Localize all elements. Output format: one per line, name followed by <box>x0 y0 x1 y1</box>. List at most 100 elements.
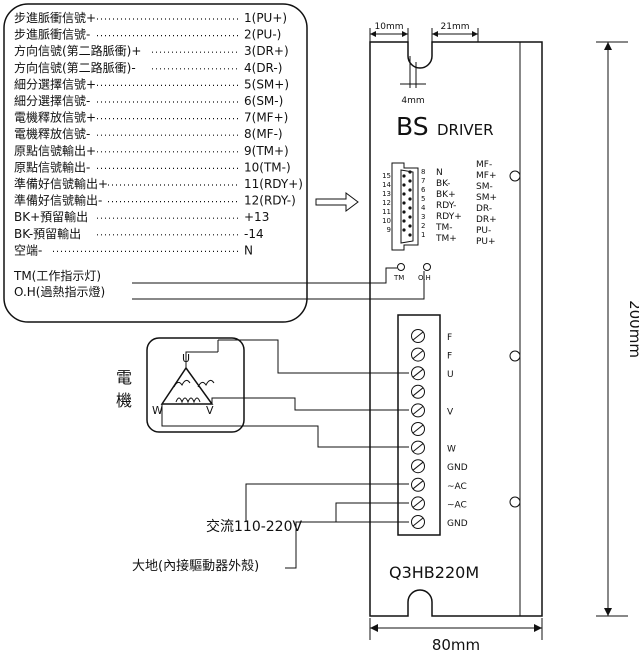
conn-pin-number: 14 <box>382 181 391 189</box>
conn-pin-dot <box>408 170 412 174</box>
conn-label: MF- <box>476 160 492 170</box>
dim-width: 80mm <box>432 636 480 654</box>
conn-pin-number: 13 <box>382 190 391 198</box>
conn-label: RDY+ <box>436 212 462 222</box>
conn-pin-number: 8 <box>421 168 425 176</box>
signal-label: 細分選擇信號+ <box>14 76 96 91</box>
terminal-screw <box>411 477 425 492</box>
brand-small: DRIVER <box>437 121 494 139</box>
conn-pin-dot <box>402 228 406 232</box>
terminal-label: F <box>447 352 452 362</box>
signal-pin: 1(PU+) <box>244 11 287 25</box>
conn-pin-number: 1 <box>421 231 425 239</box>
signal-row: 準備好信號輸出+11(RDY+) <box>14 176 303 191</box>
dim-top-left: 10mm <box>375 22 404 32</box>
ac-label: 交流110-220V <box>206 518 302 535</box>
status-leds: TM O.H <box>132 263 431 300</box>
conn-pin-number: 12 <box>382 199 391 207</box>
terminal-screw <box>411 403 425 418</box>
dimension-marks: 10mm 21mm 4mm 200mm 80mm <box>369 22 639 654</box>
conn-label: PU+ <box>476 237 496 247</box>
signal-label: 空端- <box>14 243 42 257</box>
dim-top-right: 21mm <box>441 22 470 32</box>
signal-list: 步進脈衝信號+1(PU+)步進脈衝信號-2(PU-)方向信號(第二路脈衝)+3(… <box>14 11 303 257</box>
terminal-screw <box>411 440 425 455</box>
motor-title-1: 電 <box>116 368 132 387</box>
conn-label: DR- <box>476 204 492 214</box>
signal-row: 步進脈衝信號+ 1(PU+) <box>14 11 287 25</box>
indicator-label: O.H(過熱指示燈) <box>14 284 105 299</box>
terminal-label: GND <box>447 519 468 529</box>
oh-led <box>423 263 431 271</box>
motor-w-label: W <box>152 404 163 417</box>
conn-pin-number: 3 <box>421 213 425 221</box>
terminal-screw <box>411 366 425 381</box>
conn-label: BK+ <box>436 190 456 200</box>
conn-label: RDY- <box>436 201 456 211</box>
signal-pin: 9(TM+) <box>244 144 289 158</box>
signal-pin: 12(RDY-) <box>244 194 296 208</box>
signal-row: 空端- N <box>14 243 253 257</box>
signal-label: 電機釋放信號- <box>14 126 90 141</box>
model-label: Q3HB220M <box>389 563 479 582</box>
conn-pin-dot <box>402 219 406 223</box>
signal-pin: 5(SM+) <box>244 77 289 91</box>
signal-pin: 10(TM-) <box>244 160 291 174</box>
signal-label: 原點信號輸出+ <box>14 143 96 158</box>
conn-pin-number: 7 <box>421 177 425 185</box>
signal-pin: 2(PU-) <box>244 28 281 42</box>
signal-pin: 4(DR-) <box>244 61 282 75</box>
signal-label: 方向信號(第二路脈衝)- <box>14 60 136 75</box>
conn-pin-dot <box>408 215 412 219</box>
conn-pin-number: 11 <box>382 208 391 216</box>
signal-pin: 3(DR+) <box>244 44 289 58</box>
conn-pin-dot <box>402 201 406 205</box>
tm-led <box>397 263 405 271</box>
terminal-label: U <box>447 370 454 380</box>
signal-pin: 11(RDY+) <box>244 177 303 191</box>
ground-label: 大地(內接驅動器外殼) <box>132 558 259 574</box>
motor: 電 機 U W V <box>116 337 245 433</box>
signal-label: 步進脈衝信號+ <box>14 11 96 25</box>
conn-pin-dot <box>402 192 406 196</box>
motor-v-label: V <box>206 404 214 417</box>
indicator-list: TM(工作指示灯)O.H(過熱指示燈) <box>13 268 105 299</box>
tm-led-label: TM <box>393 274 404 282</box>
terminal-screw <box>411 459 425 474</box>
conn-pin-dot <box>402 183 406 187</box>
signal-pin: -14 <box>244 227 264 241</box>
conn-pin-dot <box>402 210 406 214</box>
conn-pin-dot <box>408 188 412 192</box>
conn-label: DR+ <box>476 215 497 225</box>
signal-row: 方向信號(第二路脈衝)+ 3(DR+) <box>14 43 289 58</box>
conn-pin-dot <box>408 206 412 210</box>
conn-pin-number: 9 <box>387 226 391 234</box>
mount-hole <box>509 350 521 362</box>
signal-label: 準備好信號輸出- <box>14 193 102 208</box>
conn-pin-number: 4 <box>421 204 426 212</box>
signal-pin: 8(MF-) <box>244 127 283 141</box>
mount-hole <box>509 496 521 508</box>
signal-pin: N <box>244 243 253 257</box>
conn-pin-dot <box>408 179 412 183</box>
db15-connector: 151413121110987654321NBK-BK+RDY-RDY+TM-T… <box>382 160 497 251</box>
conn-label: PU- <box>476 226 491 236</box>
conn-pin-number: 5 <box>421 195 425 203</box>
signal-list-box <box>3 3 308 323</box>
brand-big: BS <box>396 112 429 141</box>
conn-pin-dot <box>408 197 412 201</box>
conn-label: BK- <box>436 179 450 189</box>
signal-pin: 7(MF+) <box>244 111 288 125</box>
dim-slot: 4mm <box>401 96 424 106</box>
signal-label: BK+預留輸出 <box>14 209 88 224</box>
signal-row: 電機釋放信號- 8(MF-) <box>14 126 283 141</box>
terminal-label: F <box>447 333 452 343</box>
signal-label: 原點信號輸出- <box>14 159 90 174</box>
terminal-screw <box>411 515 425 529</box>
signal-label: 方向信號(第二路脈衝)+ <box>14 43 141 58</box>
terminal-label: V <box>447 407 454 417</box>
terminal-label: ~AC <box>447 500 467 510</box>
conn-pin-number: 2 <box>421 222 425 230</box>
conn-label: SM- <box>476 182 493 192</box>
signal-label: BK-預留輸出 <box>14 226 81 241</box>
